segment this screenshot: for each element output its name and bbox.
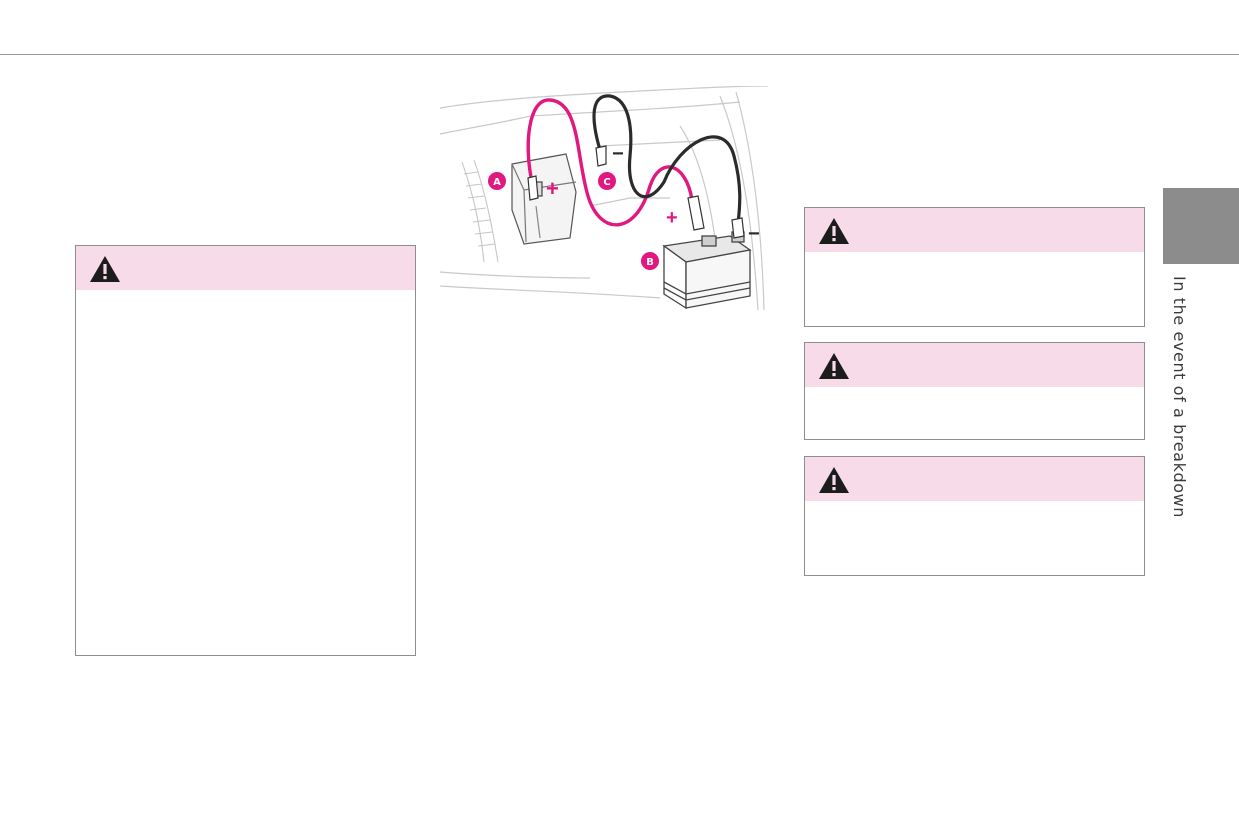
donor-battery <box>662 231 752 310</box>
warning-box-right-2 <box>804 342 1145 440</box>
warning-header <box>805 457 1144 501</box>
warning-header <box>805 343 1144 387</box>
warning-box-right-3 <box>804 456 1145 576</box>
header-rule <box>0 54 1239 55</box>
warning-box-left <box>75 245 416 656</box>
positive-cable <box>526 98 694 227</box>
warning-triangle-icon <box>90 256 120 282</box>
svg-text:A: A <box>493 177 501 188</box>
jump-start-illustration: + + − − A C B <box>440 86 768 311</box>
warning-triangle-icon <box>819 218 849 244</box>
vehicle-battery <box>511 153 577 245</box>
section-tab[interactable] <box>1163 188 1239 264</box>
engine-bay-outline <box>440 86 768 311</box>
warning-box-right-1 <box>804 207 1145 327</box>
callout-B: B <box>641 252 659 270</box>
callout-C: C <box>598 172 616 190</box>
minus-sign-donor: − <box>748 223 760 245</box>
engine-hose <box>461 159 499 263</box>
svg-text:B: B <box>646 257 654 268</box>
warning-triangle-icon <box>819 353 849 379</box>
warning-triangle-icon <box>819 467 849 493</box>
callout-A: A <box>488 172 506 190</box>
svg-text:C: C <box>603 177 610 188</box>
clamps <box>527 145 745 239</box>
negative-cable <box>592 94 742 225</box>
warning-header <box>805 208 1144 252</box>
warning-header <box>76 246 415 290</box>
plus-sign-vehicle: + <box>546 176 559 201</box>
plus-sign-donor: + <box>666 207 678 229</box>
section-label: In the event of a breakdown <box>1170 276 1189 519</box>
minus-sign-vehicle: − <box>612 143 624 165</box>
